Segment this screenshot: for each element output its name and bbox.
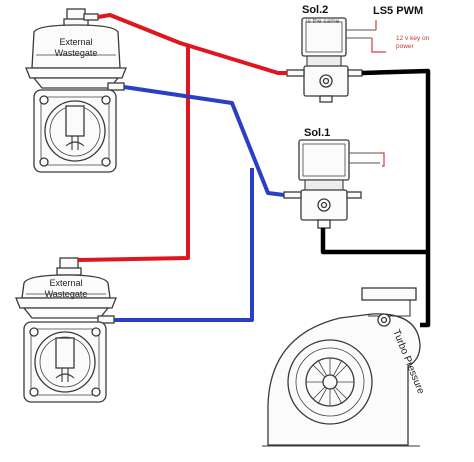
- blue-line-top: [123, 85, 285, 197]
- turbocharger: Turbo Pressure: [262, 287, 426, 447]
- power-wire-3: [380, 152, 385, 167]
- blue-line-bottom: [114, 168, 254, 322]
- red-line-top: [97, 13, 287, 75]
- power-note-line2: power: [396, 43, 415, 50]
- solenoid-1: [283, 139, 380, 229]
- wastegate-bottom: External Wastegate: [15, 257, 117, 403]
- power-wire-2: [371, 38, 386, 53]
- sol1-label: Sol.1: [304, 127, 330, 139]
- solenoid-2: [286, 17, 376, 103]
- wastegate-bottom-label-line1: External: [49, 278, 82, 288]
- power-note-line1: 12 v key on: [396, 35, 430, 42]
- black-pressure-line-top: [361, 68, 431, 328]
- red-line-vertical: [77, 46, 190, 262]
- wastegate-bottom-label-line2: Wastegate: [45, 289, 88, 299]
- wastegate-top-label-line2: Wastegate: [55, 48, 98, 58]
- wastegate-top: External Wastegate: [25, 8, 127, 173]
- wastegate-top-label-line1: External: [59, 37, 92, 47]
- sol2-label: Sol.2: [302, 4, 328, 16]
- sol2-note: is the same: [306, 18, 340, 25]
- black-pressure-line-sol1: [320, 228, 428, 255]
- ls5-pwm-label: LS5 PWM: [373, 5, 423, 17]
